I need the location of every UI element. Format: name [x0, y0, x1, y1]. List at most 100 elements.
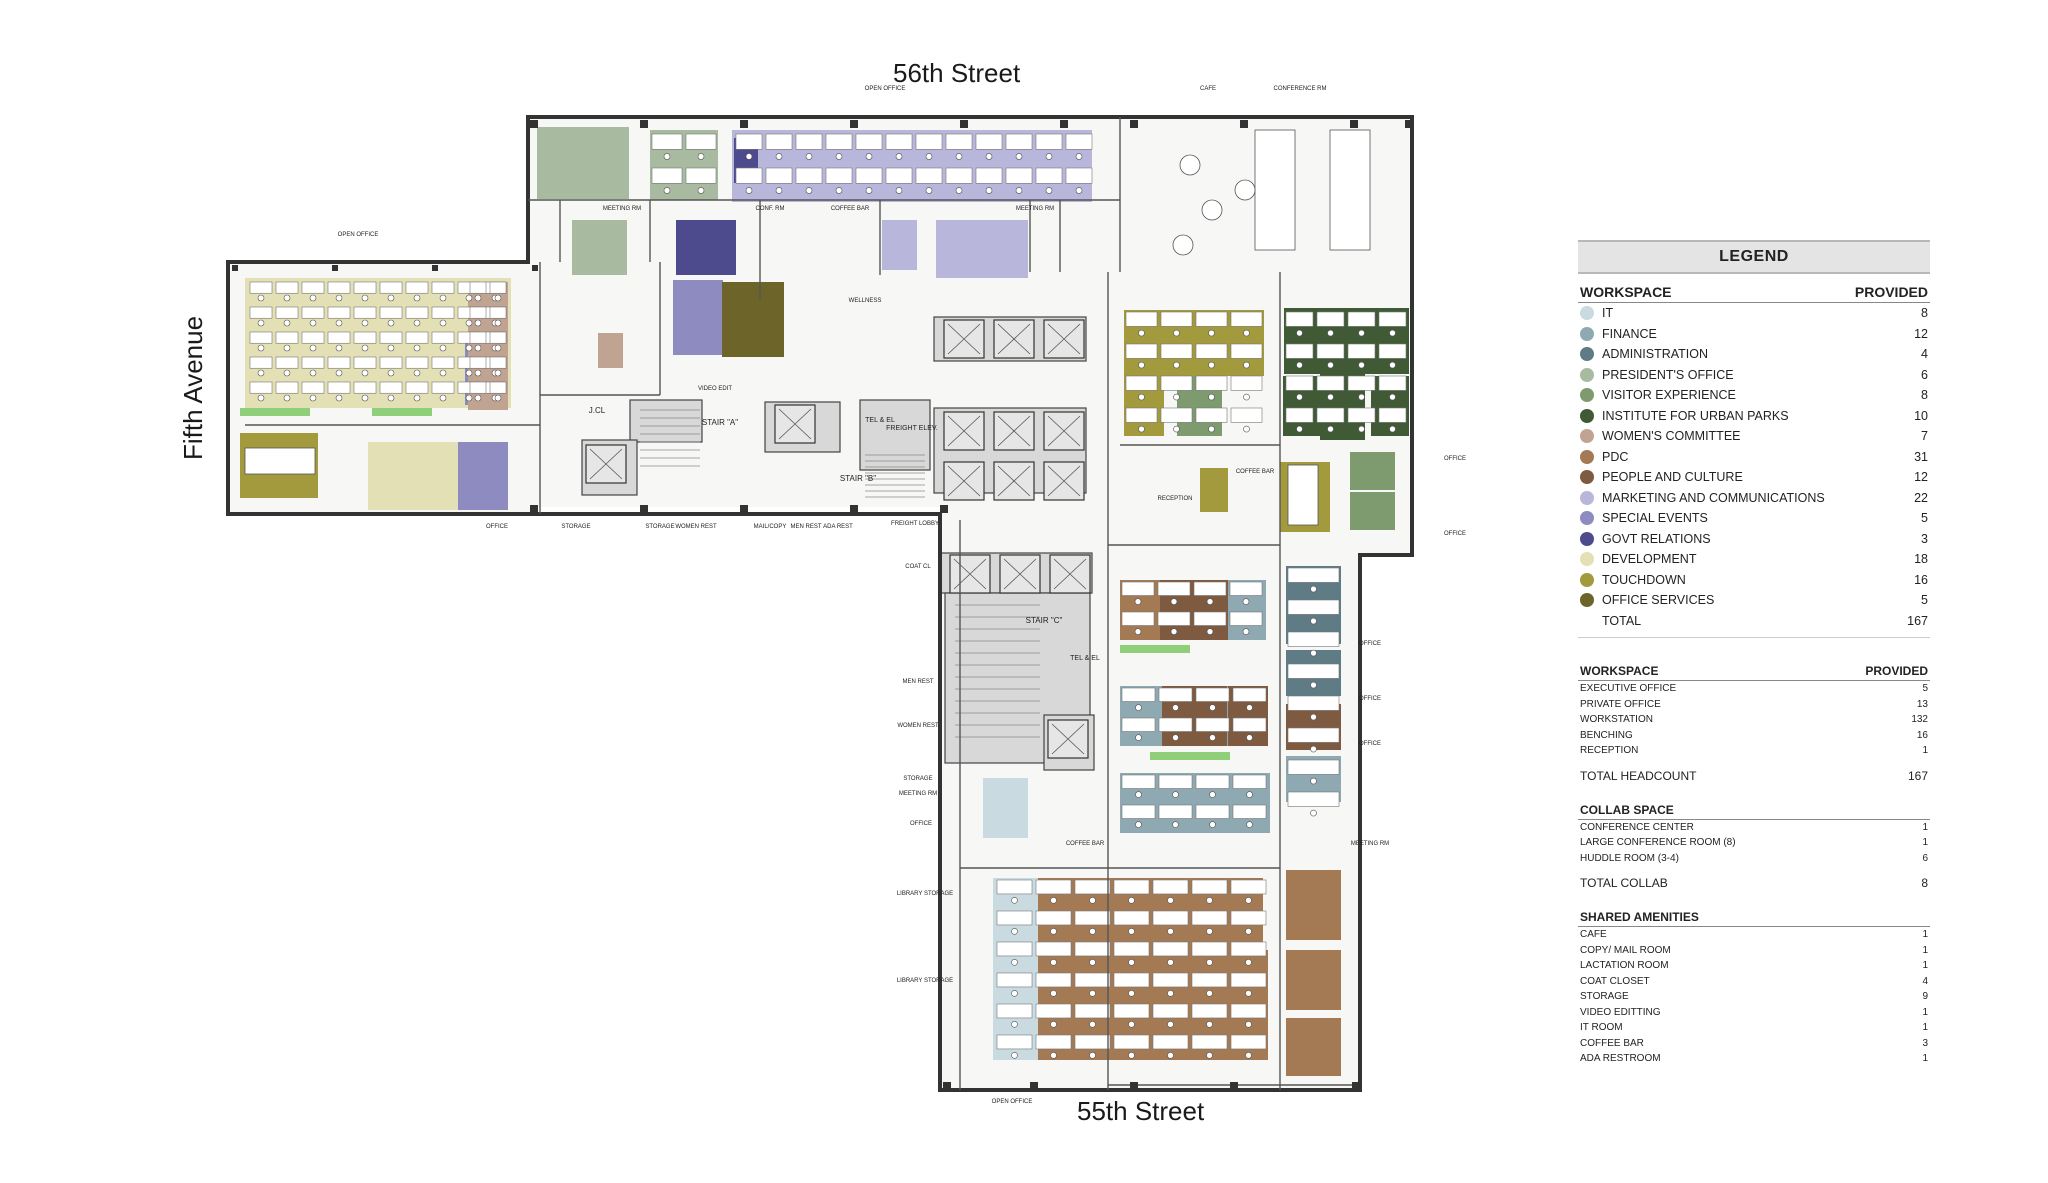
chair-icon [955, 153, 963, 160]
legend-item-count: 5 [1921, 511, 1928, 526]
desk [431, 331, 455, 344]
legend-item-count: 31 [1914, 449, 1928, 464]
desk [301, 381, 325, 394]
legend-swatch-icon [1580, 347, 1594, 362]
stair-b-label: STAIR "B" [840, 474, 876, 483]
office-label: OFFICE [1359, 696, 1381, 702]
chair-icon [745, 187, 753, 194]
chair-icon [1089, 959, 1096, 966]
office-label: OFFICE [1359, 641, 1381, 647]
desk [1121, 774, 1156, 789]
zone-pdc [1286, 950, 1341, 1010]
meeting-room-label: MEETING RM [1016, 206, 1054, 212]
chair-icon [283, 369, 291, 377]
stair-c-label: STAIR "C" [1026, 616, 1063, 625]
desk [1285, 375, 1314, 391]
chair-icon [439, 369, 447, 377]
desk [1195, 804, 1230, 819]
desk [353, 356, 377, 369]
storage-label: STORAGE [561, 524, 590, 530]
legend-item-count: 8 [1921, 388, 1928, 403]
collab-row: LARGE CONFERENCE ROOM (8)1 [1578, 835, 1930, 851]
desk [996, 972, 1033, 988]
street-label-south: 55th Street [1077, 1096, 1205, 1126]
chair-icon [1208, 393, 1215, 401]
chair-icon [1242, 628, 1250, 635]
chair-icon [474, 394, 482, 402]
desk [249, 381, 273, 394]
desk [1158, 717, 1193, 732]
legend-swatch-icon [1580, 470, 1594, 485]
chair-icon [1167, 959, 1174, 966]
legend-total-count: 167 [1907, 613, 1928, 628]
desk [1121, 804, 1156, 819]
desk [1035, 1003, 1072, 1019]
chair-icon [1327, 393, 1334, 401]
desk [1191, 879, 1228, 895]
total-headcount-label: TOTAL HEADCOUNT [1580, 768, 1697, 783]
chair-icon [1310, 809, 1317, 817]
chair-icon [1167, 1052, 1174, 1059]
chair-icon [257, 344, 265, 352]
desk [855, 167, 883, 184]
desk [1232, 687, 1267, 702]
chair-icon [1310, 585, 1317, 593]
desk [975, 133, 1003, 150]
desk [1316, 311, 1345, 327]
legend-item-label: PRESIDENT'S OFFICE [1602, 367, 1734, 382]
freight-lobby-label: FREIGHT LOBBY [891, 521, 939, 527]
chair-icon [895, 187, 903, 194]
chair-icon [494, 294, 502, 302]
desk [353, 281, 377, 294]
desk [1113, 972, 1150, 988]
chair-icon [1089, 990, 1096, 997]
legend-item-count: 22 [1914, 490, 1928, 505]
column [1352, 1082, 1360, 1090]
desk [1230, 311, 1263, 327]
chair-icon [361, 369, 369, 377]
planter [1120, 645, 1190, 653]
desk [431, 356, 455, 369]
chair-icon [1327, 361, 1334, 369]
desk [1074, 972, 1111, 988]
chair-icon [1245, 897, 1252, 904]
chair-icon [985, 153, 993, 160]
collab-label: CONFERENCE CENTER [1580, 821, 1694, 833]
legend-item: VISITOR EXPERIENCE 8 [1578, 385, 1930, 406]
chair-icon [1245, 990, 1252, 997]
desk [301, 356, 325, 369]
chair-icon [1327, 425, 1334, 433]
coffee-bar-label: COFFEE BAR [1236, 469, 1275, 475]
chair-icon [1167, 897, 1174, 904]
womens-restroom-label: WOMEN REST [675, 524, 717, 530]
desk [1316, 375, 1345, 391]
column [530, 505, 538, 513]
desk [1316, 343, 1345, 359]
planter [240, 408, 310, 416]
legend-item-label: VISITOR EXPERIENCE [1602, 388, 1736, 403]
conference-table [1329, 129, 1371, 251]
chair-icon [387, 369, 395, 377]
chair-icon [1358, 425, 1365, 433]
workstations [240, 129, 1407, 1059]
amenities-value: 3 [1922, 1037, 1928, 1049]
chair-icon [1135, 704, 1142, 711]
desk [1160, 343, 1193, 359]
desk [1378, 343, 1407, 359]
chair-icon [283, 319, 291, 327]
chair-icon [1167, 990, 1174, 997]
desk [1287, 567, 1340, 583]
desk [469, 331, 487, 344]
chair-icon [1206, 628, 1214, 635]
legend-swatch-icon [1580, 388, 1594, 403]
desk [431, 381, 455, 394]
desk [945, 167, 973, 184]
desk [469, 281, 487, 294]
legend-item-count: 18 [1914, 552, 1928, 567]
chair-icon [1310, 777, 1317, 785]
